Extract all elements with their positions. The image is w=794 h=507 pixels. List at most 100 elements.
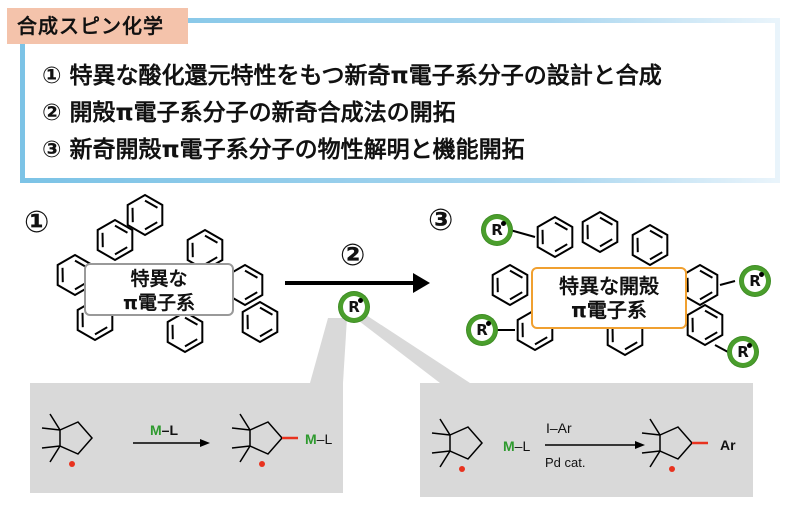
reaction2-start-group: M–L (503, 438, 530, 454)
double-bond (699, 269, 713, 279)
step-three-label: ③ (428, 203, 454, 238)
methyl (649, 450, 661, 468)
reaction1-reagent: M–L (150, 422, 178, 438)
radical-dot-icon (259, 461, 265, 467)
arrow-head-icon (413, 273, 430, 293)
benzene-ring (166, 310, 204, 354)
methyl (231, 427, 251, 431)
double-bond (554, 221, 568, 231)
radical-dot-icon (501, 221, 506, 226)
methyl (49, 413, 61, 431)
nitronyl-nitroxide (59, 421, 93, 455)
methyl (239, 445, 251, 463)
benzene-ring (686, 303, 724, 347)
double-bond (624, 341, 638, 351)
double-bond (244, 291, 258, 301)
methyl (439, 418, 451, 436)
double-bond (704, 309, 718, 319)
ligand-label: –L (316, 431, 333, 447)
radical-dot-icon (358, 298, 363, 303)
radical-bond (719, 280, 736, 286)
radical-letter: R (476, 321, 488, 339)
molecule1-label-line2: π電子系 (122, 292, 196, 314)
reaction-panel-2 (420, 383, 753, 497)
section-tag: 合成スピン化学 (7, 8, 188, 44)
benzene-ring (126, 193, 164, 237)
methyl (439, 450, 451, 468)
metal-label: M (503, 438, 515, 454)
molecule3-label-line1: 特異な開殻 (559, 274, 659, 298)
methyl (231, 445, 251, 449)
goals-frame (20, 18, 780, 183)
radical-badge: R (482, 215, 512, 245)
molecule3-label: 特異な開殻 π電子系 (531, 267, 687, 329)
radical-badge: R (339, 292, 369, 322)
goals-list: ① 特異な酸化還元特性をもつ新奇π電子系分子の設計と合成 ② 開殻π電子系分子の… (42, 58, 662, 169)
radical-bond (714, 344, 729, 353)
double-bond (509, 291, 523, 301)
molecule1-label: 特異な π電子系 (84, 263, 234, 316)
molecule3-label-line2: π電子系 (571, 298, 647, 322)
metal-label: M (150, 422, 162, 438)
reaction2-reagent-bottom: Pd cat. (545, 455, 586, 470)
goal-item: ① 特異な酸化還元特性をもつ新奇π電子系分子の設計と合成 (42, 63, 662, 89)
double-bond (649, 251, 663, 261)
radical-dot-icon (69, 461, 75, 467)
double-bond (599, 216, 613, 226)
double-bond (114, 224, 128, 234)
goal-item: ③ 新奇開殻π電子系分子の物性解明と機能開拓 (42, 137, 525, 163)
double-bond (534, 336, 548, 346)
radical-bond (509, 229, 536, 238)
radical-letter: R (749, 272, 761, 290)
methyl (41, 427, 61, 431)
radical-badge: R (740, 266, 770, 296)
reaction2-reagent-top: I–Ar (546, 420, 572, 436)
double-bond (144, 221, 158, 231)
double-bond (554, 243, 568, 253)
radical-letter: R (491, 221, 503, 239)
methyl (41, 445, 61, 449)
methyl (641, 432, 661, 436)
radical-dot-icon (759, 272, 764, 277)
step-one-label: ① (24, 205, 50, 240)
step-two-label: ② (340, 238, 366, 273)
nitronyl-nitroxide (249, 421, 283, 455)
metal-label: M (305, 431, 317, 447)
arrow-head-icon (635, 441, 645, 449)
callout-wedge-left (310, 318, 347, 383)
methyl (49, 445, 61, 463)
nitronyl-nitroxide (659, 426, 693, 460)
double-bond (244, 269, 258, 279)
double-bond (94, 326, 108, 336)
radical-dot-icon (747, 343, 752, 348)
methyl (649, 418, 661, 436)
goal-item: ② 開殻π電子系分子の新奇合成法の開拓 (42, 100, 456, 126)
double-bond (704, 331, 718, 341)
double-bond (259, 306, 273, 316)
double-bond (699, 291, 713, 301)
methyl (641, 450, 661, 454)
methyl (239, 413, 251, 431)
radical-dot-icon (486, 321, 491, 326)
callout-wedge-right (355, 315, 470, 383)
radical-badge: R (467, 315, 497, 345)
radical-dot-icon (459, 466, 465, 472)
double-bond (114, 246, 128, 256)
ligand-label: –L (514, 438, 531, 454)
reaction2-product-group: Ar (720, 437, 736, 453)
nitronyl-nitroxide (449, 426, 483, 460)
benzene-ring (96, 218, 134, 262)
benzene-ring (491, 263, 529, 307)
benzene-ring (631, 223, 669, 267)
double-bond (599, 238, 613, 248)
radical-letter: R (737, 343, 749, 361)
arrow-head-icon (200, 439, 210, 447)
double-bond (144, 199, 158, 209)
radical-letter: R (348, 298, 360, 316)
double-bond (259, 328, 273, 338)
benzene-ring (581, 210, 619, 254)
methyl (431, 432, 451, 436)
double-bond (204, 234, 218, 244)
